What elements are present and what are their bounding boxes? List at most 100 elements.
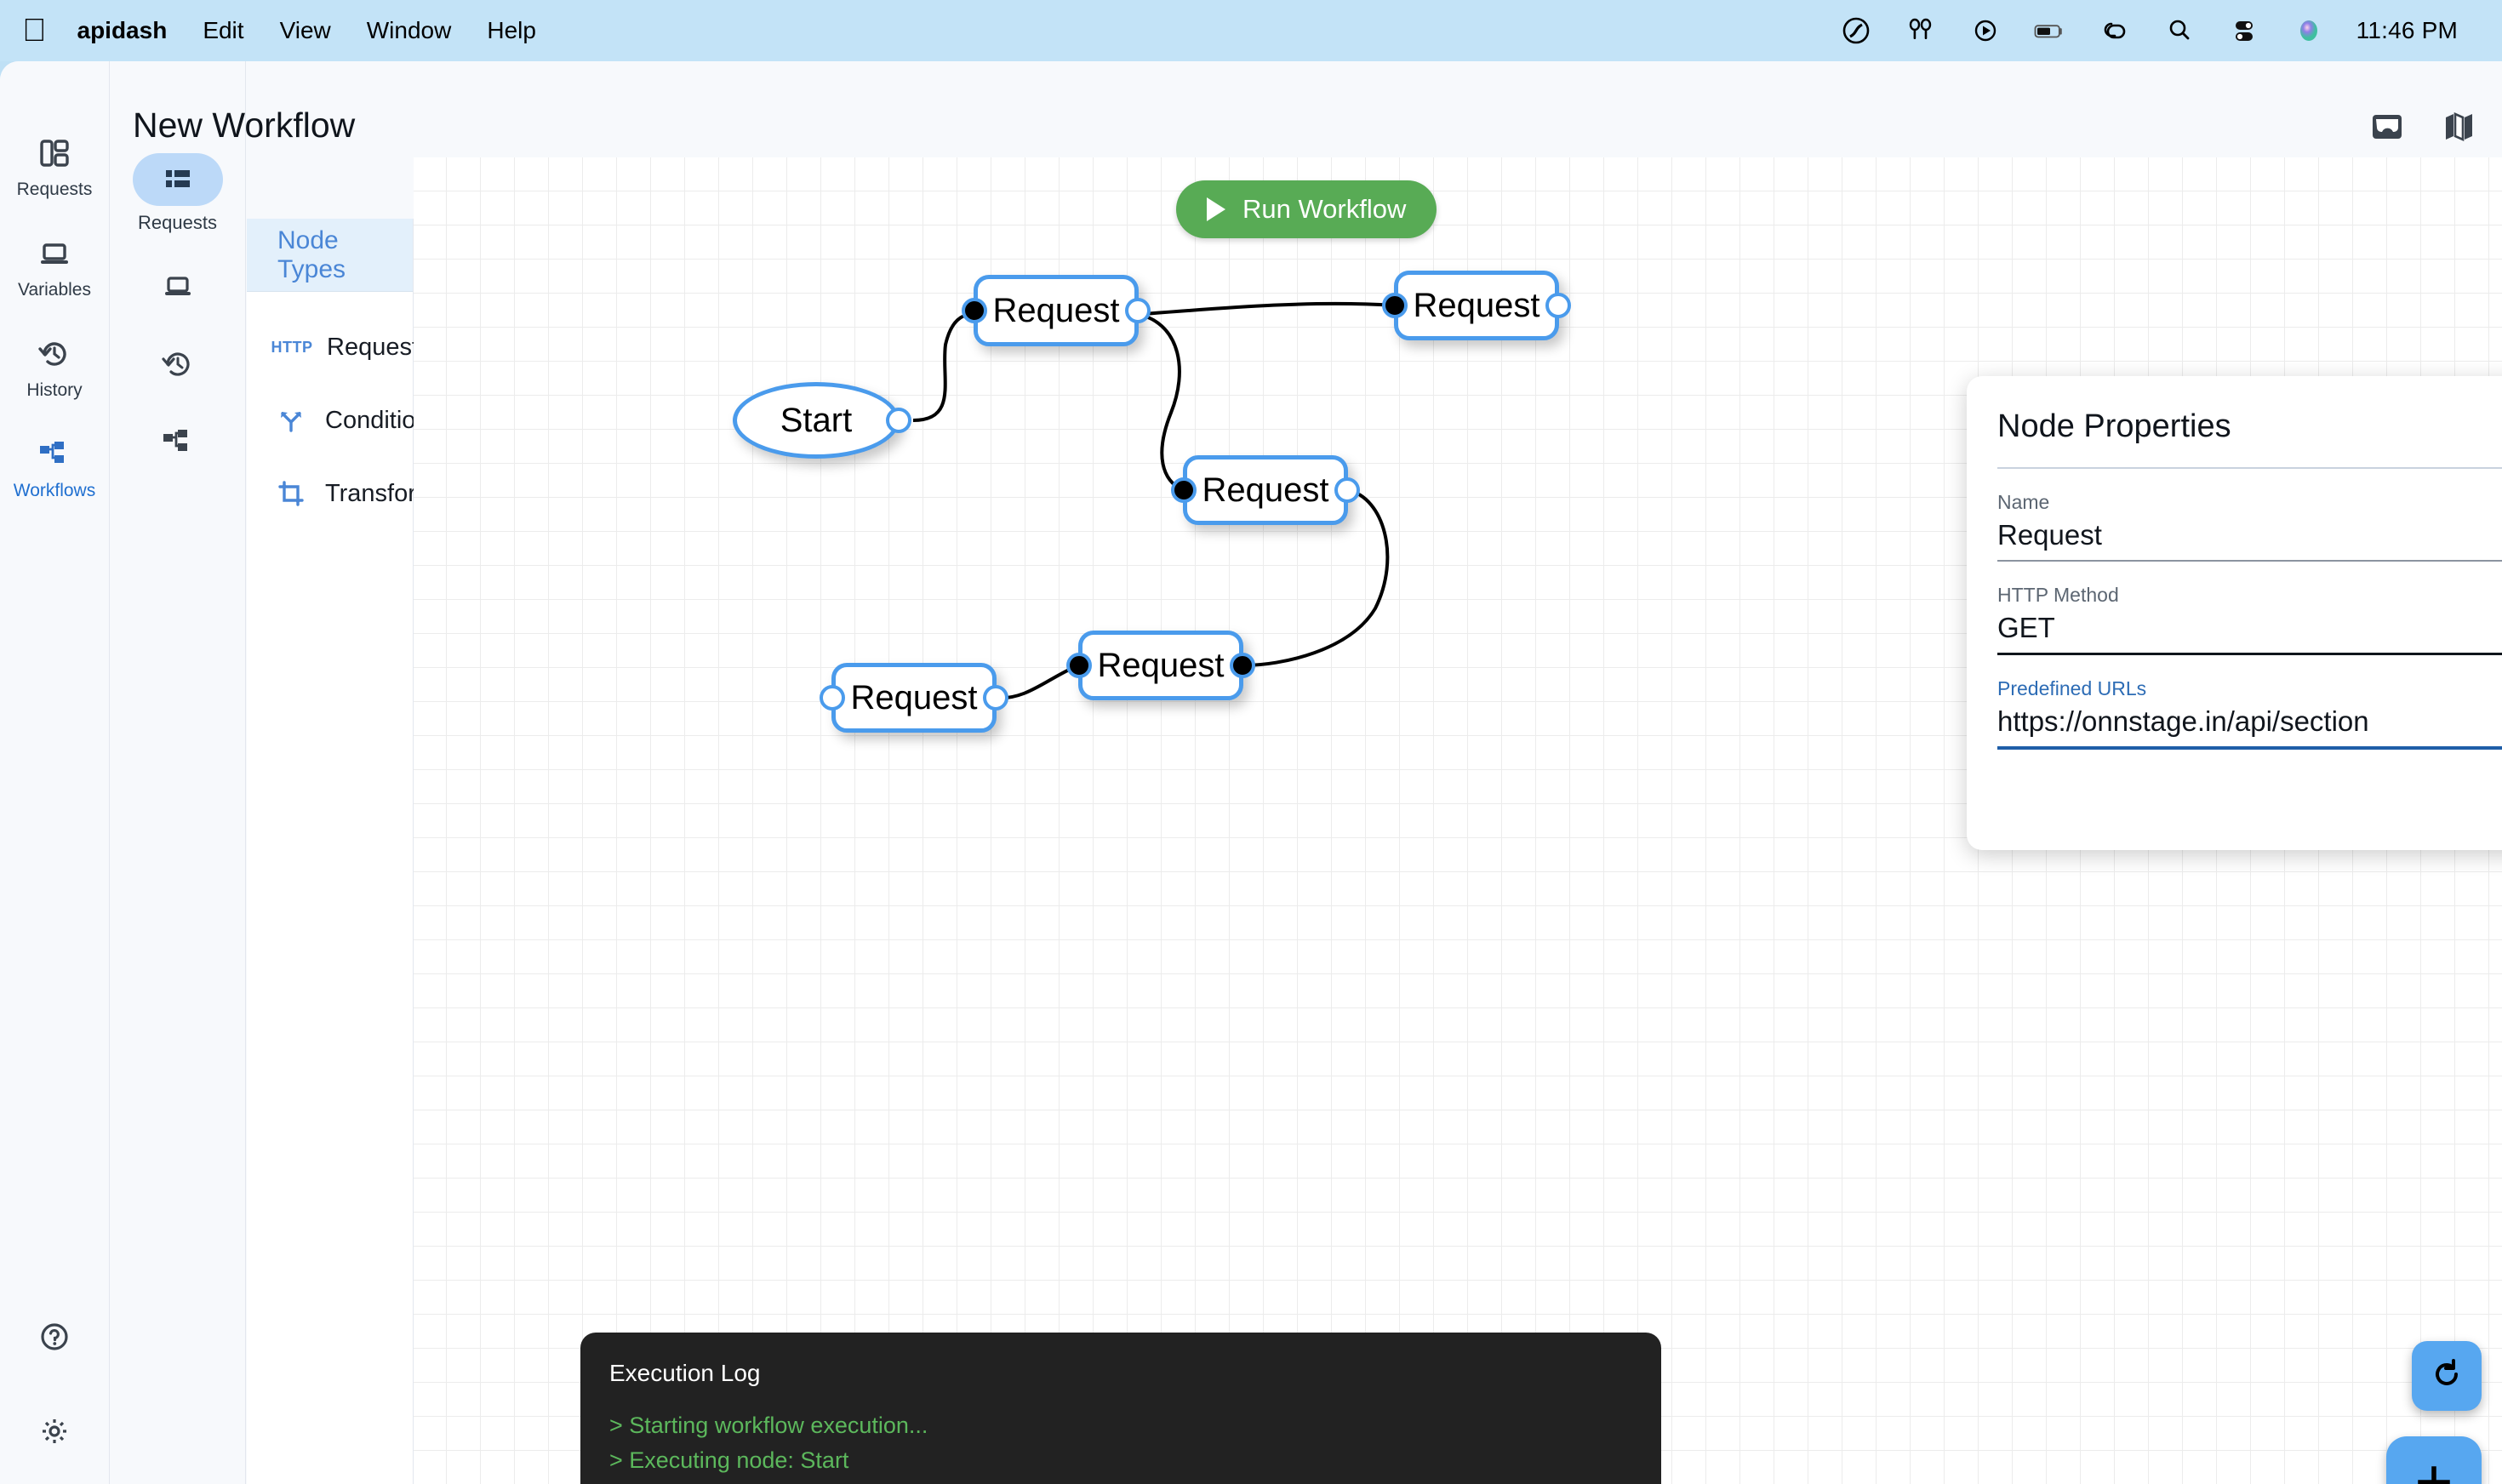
node-label: Request <box>1097 646 1225 684</box>
rail2-item-label: Requests <box>138 212 217 233</box>
sidebar-item-label: Variables <box>18 280 91 300</box>
apple-logo-icon[interactable]:  <box>22 14 47 47</box>
workflow-header <box>110 61 2502 157</box>
laptop-icon <box>35 234 74 273</box>
node-input-port[interactable] <box>962 298 987 323</box>
add-node-fab-button[interactable] <box>2386 1436 2482 1484</box>
menu-item-edit[interactable]: Edit <box>178 17 243 43</box>
siri-icon[interactable] <box>2292 14 2326 48</box>
divider <box>1997 467 2502 469</box>
sidebar-item-label: Requests <box>16 180 93 199</box>
node-input-port[interactable] <box>820 685 845 711</box>
log-line: > Starting workflow execution... <box>609 1413 928 1438</box>
http-method-select[interactable]: GET <box>1997 612 2055 643</box>
search-icon[interactable] <box>2162 14 2196 48</box>
refresh-fab-button[interactable] <box>2412 1341 2482 1411</box>
help-circle-icon[interactable] <box>37 1319 72 1359</box>
link-chain-icon[interactable] <box>2098 14 2132 48</box>
secondary-nav-rail: Requests <box>110 61 246 1484</box>
workflow-node-request-4[interactable]: Request <box>1066 631 1255 700</box>
node-types-header: Node Types <box>247 219 413 292</box>
node-label: Request <box>992 291 1120 329</box>
execution-log-lines: > Starting workflow execution... > Execu… <box>609 1413 1632 1484</box>
field-underline <box>1997 560 2502 562</box>
run-workflow-label: Run Workflow <box>1242 194 1407 224</box>
name-input[interactable]: Request <box>1997 519 2102 551</box>
workflow-node-start[interactable]: Start <box>733 382 911 459</box>
node-label: Start <box>780 401 853 439</box>
node-input-port[interactable] <box>1066 653 1092 678</box>
node-properties-header: Node Properties ✕ <box>1997 408 2502 445</box>
workflow-node-request-5[interactable]: Request <box>820 663 1008 733</box>
predefined-urls-select[interactable]: https://onnstage.in/api/section <box>1997 705 2369 737</box>
node-types-panel: Node Types HTTP Request Condition Transf… <box>247 219 437 1484</box>
sidebar-item-workflows[interactable]: Workflows <box>14 435 95 501</box>
menu-item-apidash[interactable]: apidash <box>53 17 168 43</box>
creative-cloud-icon[interactable] <box>1839 14 1873 48</box>
node-type-label: Request <box>327 333 420 361</box>
sidebar-item-requests[interactable]: Requests <box>16 134 93 200</box>
sidebar-item-history[interactable]: History <box>26 334 83 401</box>
execution-log-title: Execution Log <box>609 1360 761 1386</box>
run-workflow-button[interactable]: Run Workflow <box>1176 180 1437 238</box>
workflow-node-request-1[interactable]: Request <box>962 275 1151 346</box>
node-type-transform[interactable]: Transform <box>247 457 437 530</box>
branch-icon <box>277 406 305 435</box>
workflow-node-request-3[interactable]: Request <box>1171 455 1360 525</box>
rail2-item-history[interactable] <box>133 338 223 391</box>
log-line: Workflow started <box>609 1482 1632 1484</box>
node-type-request[interactable]: HTTP Request <box>247 311 420 384</box>
node-output-port[interactable] <box>1545 293 1571 318</box>
rail2-item-workflows[interactable] <box>133 416 223 469</box>
node-output-port[interactable] <box>1230 653 1255 678</box>
laptop-icon <box>133 260 223 312</box>
layout-dashboard-icon <box>35 134 74 173</box>
node-output-port[interactable] <box>1125 298 1151 323</box>
field-label: Predefined URLs <box>1997 677 2147 699</box>
app-window: Requests Variables History Workflows <box>0 61 2502 1484</box>
workflow-node-request-2[interactable]: Request <box>1382 271 1571 340</box>
battery-icon[interactable] <box>2033 14 2067 48</box>
node-output-port[interactable] <box>886 408 911 433</box>
refresh-icon <box>2428 1356 2465 1397</box>
map-icon[interactable] <box>2441 109 2476 149</box>
menu-item-view[interactable]: View <box>255 17 331 43</box>
sidebar-item-variables[interactable]: Variables <box>18 234 91 300</box>
node-output-port[interactable] <box>1334 477 1360 503</box>
crop-transform-icon <box>277 479 305 508</box>
menu-bar-clock: 11:46 PM <box>2356 17 2458 43</box>
node-input-port[interactable] <box>1171 477 1197 503</box>
execution-log-panel: Execution Log > Starting workflow execut… <box>580 1333 1661 1484</box>
sidebar-item-label: Workflows <box>13 481 96 500</box>
panel-bottom-icon[interactable] <box>2369 109 2405 149</box>
menu-item-window[interactable]: Window <box>342 17 452 43</box>
node-label: Request <box>850 678 978 716</box>
field-name: Name Request <box>1997 491 2502 562</box>
history-icon <box>133 338 223 391</box>
rail2-item-requests[interactable]: Requests <box>132 153 223 234</box>
workflow-canvas[interactable]: Start Request Request Request Request <box>414 157 2502 1484</box>
workflow-nodes-icon <box>35 435 74 474</box>
primary-nav-rail: Requests Variables History Workflows <box>0 61 110 1484</box>
node-type-condition[interactable]: Condition <box>247 384 430 457</box>
node-label: Request <box>1202 471 1329 509</box>
gear-icon[interactable] <box>37 1413 72 1453</box>
header-icon-group <box>2369 109 2476 149</box>
field-http-method: HTTP Method GET <box>1997 584 2502 655</box>
play-circle-icon[interactable] <box>1968 14 2002 48</box>
control-center-icon[interactable] <box>2227 14 2261 48</box>
sidebar-item-label: History <box>26 380 83 400</box>
rail2-item-variables[interactable] <box>133 260 223 312</box>
field-predefined-urls: Predefined URLs https://onnstage.in/api/… <box>1997 677 2502 750</box>
node-type-label: Condition <box>325 406 430 434</box>
menu-item-help[interactable]: Help <box>462 17 536 43</box>
macos-menu-bar:  apidash Edit View Window Help 11:46 PM <box>0 0 2502 61</box>
menu-bar-status-area: 11:46 PM <box>1839 14 2480 48</box>
field-label: HTTP Method <box>1997 584 2119 606</box>
field-underline <box>1997 653 2502 655</box>
airpods-icon[interactable] <box>1904 14 1938 48</box>
log-line: > Executing node: Start <box>609 1447 849 1473</box>
node-properties-title: Node Properties <box>1997 408 2231 444</box>
node-output-port[interactable] <box>983 685 1008 711</box>
node-input-port[interactable] <box>1382 293 1408 318</box>
